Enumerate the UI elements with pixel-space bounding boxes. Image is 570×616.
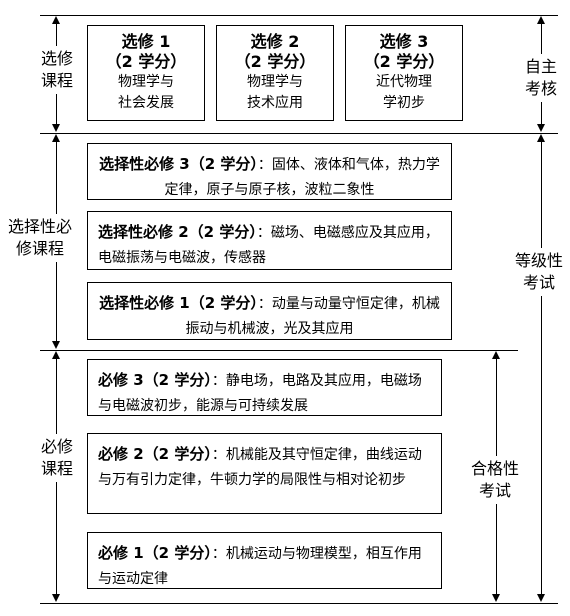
elective-box-line: 学初步: [383, 95, 425, 111]
elective-box-1: 选修 1 （2 学分） 物理学与 社会发展: [87, 25, 205, 121]
assessment-label-self: 自主 考核: [518, 54, 564, 102]
selective-arrow-down: [52, 341, 60, 349]
bottom-divider: [40, 603, 558, 604]
self-assess-arrow-down: [537, 124, 545, 132]
elective-box-title: 选修 2: [250, 32, 300, 51]
section-label-elective: 选修 课程: [36, 46, 78, 94]
selective-bottom-divider: [40, 350, 518, 351]
selective-box-title: 选择性必修 1（2 学分）: [99, 294, 258, 312]
elective-box-line: 技术应用: [247, 95, 303, 111]
selective-box-2: 选择性必修 2（2 学分）：磁场、电磁感应及其应用，电磁振荡与电磁波，传感器: [87, 211, 452, 270]
elective-arrow-up: [52, 16, 60, 24]
selective-box-title: 选择性必修 3（2 学分）: [99, 155, 258, 173]
elective-box-2: 选修 2 （2 学分） 物理学与 技术应用: [216, 25, 334, 121]
selective-box-content: ：动量与动量守恒定律，机械振动与机械波，光及其应用: [185, 296, 440, 337]
selective-box-1: 选择性必修 1（2 学分）：动量与动量守恒定律，机械振动与机械波，光及其应用: [87, 282, 452, 340]
selective-box-content: ：固体、液体和气体，热力学定律，原子与原子核，波粒二象性: [164, 157, 440, 198]
required-arrow-up: [52, 351, 60, 359]
assessment-label-graded: 等级性 考试: [508, 248, 570, 296]
graded-exam-arrow-up: [537, 134, 545, 142]
selective-box-title: 选择性必修 2（2 学分）: [98, 223, 257, 241]
pass-exam-arrow-down: [492, 594, 500, 602]
required-box-content: ：静电场，电路及其应用，电磁场与电磁波初步，能源与可持续发展: [98, 373, 422, 414]
assessment-label-pass: 合格性 考试: [464, 456, 526, 504]
elective-box-line: 近代物理: [376, 74, 432, 90]
elective-box-credit: （2 学分）: [105, 52, 187, 71]
top-divider: [40, 15, 558, 16]
elective-arrow-down: [52, 124, 60, 132]
required-box-content: ：机械能及其守恒定律，曲线运动与万有引力定律，牛顿力学的局限性与相对论初步: [98, 447, 422, 488]
section-label-selective-required: 选择性必 修课程: [4, 214, 76, 262]
required-arrow-down: [52, 594, 60, 602]
elective-bottom-divider: [40, 133, 558, 134]
elective-box-title: 选修 1: [121, 32, 171, 51]
selective-arrow-up: [52, 134, 60, 142]
elective-box-3: 选修 3 （2 学分） 近代物理 学初步: [345, 25, 463, 121]
required-box-title: 必修 1（2 学分）: [98, 544, 212, 562]
elective-box-line: 物理学与: [118, 74, 174, 90]
selective-box-3: 选择性必修 3（2 学分）：固体、液体和气体，热力学定律，原子与原子核，波粒二象…: [87, 143, 452, 200]
elective-box-credit: （2 学分）: [234, 52, 316, 71]
required-box-1: 必修 1（2 学分）：机械运动与物理模型，相互作用与运动定律: [87, 532, 442, 589]
required-box-2: 必修 2（2 学分）：机械能及其守恒定律，曲线运动与万有引力定律，牛顿力学的局限…: [87, 433, 442, 514]
required-box-content: ：机械运动与物理模型，相互作用与运动定律: [98, 546, 422, 587]
graded-exam-arrow-down: [537, 594, 545, 602]
self-assess-arrow-up: [537, 16, 545, 24]
pass-exam-arrow-up: [492, 351, 500, 359]
elective-box-credit: （2 学分）: [363, 52, 445, 71]
elective-box-line: 社会发展: [118, 95, 174, 111]
required-box-title: 必修 3（2 学分）: [98, 371, 212, 389]
elective-box-title: 选修 3: [379, 32, 429, 51]
graded-exam-span-line: [541, 136, 542, 600]
required-box-title: 必修 2（2 学分）: [98, 445, 212, 463]
elective-box-line: 物理学与: [247, 74, 303, 90]
selective-box-content: ：磁场、电磁感应及其应用，电磁振荡与电磁波，传感器: [98, 225, 439, 266]
section-label-required: 必修 课程: [36, 434, 78, 482]
required-box-3: 必修 3（2 学分）：静电场，电路及其应用，电磁场与电磁波初步，能源与可持续发展: [87, 359, 442, 416]
